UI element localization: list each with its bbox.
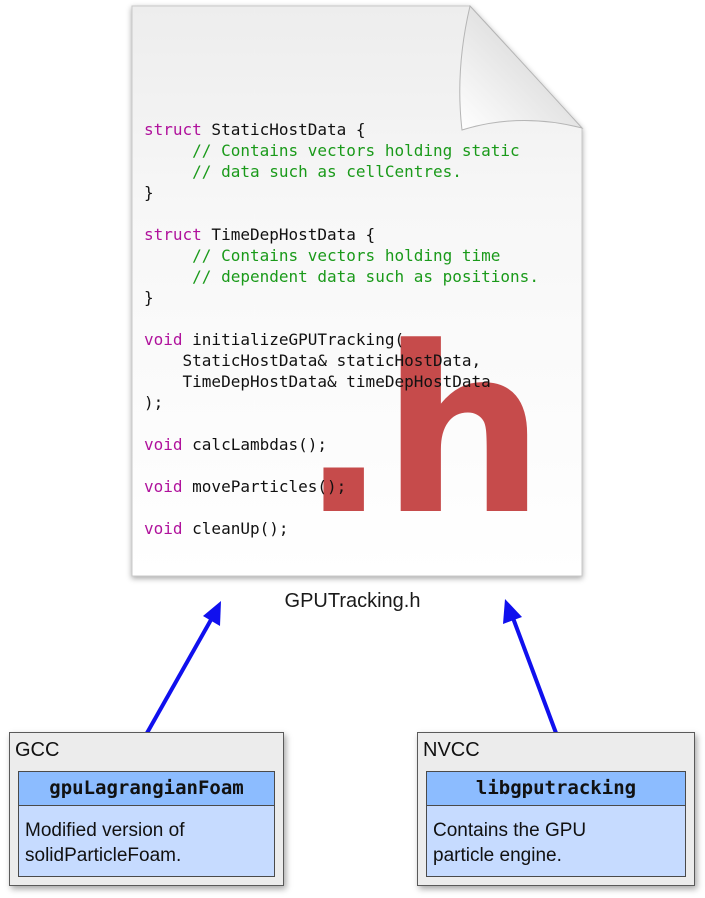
- gcc-arrow: [145, 601, 221, 734]
- code-line: [144, 308, 539, 329]
- gcc-box-title: GCC: [15, 739, 60, 761]
- code-line: // Contains vectors holding time: [144, 245, 539, 266]
- nvcc-description-line: Contains the GPU: [433, 820, 587, 841]
- code-keyword: void: [144, 519, 183, 538]
- code-line: [144, 413, 539, 434]
- code-line: TimeDepHostData& timeDepHostData: [144, 371, 539, 392]
- code-text: StaticHostData& staticHostData,: [144, 351, 482, 370]
- code-text: TimeDepHostData {: [201, 225, 376, 244]
- nvcc-box-title: NVCC: [423, 739, 480, 761]
- header-extension-glyph: .h: [300, 299, 545, 566]
- gcc-description-line: solidParticleFoam.: [25, 845, 182, 866]
- code-text: initializeGPUTracking(: [182, 330, 405, 349]
- code-comment: // data such as cellCentres.: [144, 162, 462, 181]
- gcc-component-description: Modified version of solidParticleFoam.: [19, 806, 274, 868]
- code-line: void cleanUp();: [144, 518, 539, 539]
- code-text: calcLambdas();: [182, 435, 328, 454]
- code-keyword: void: [144, 330, 183, 349]
- code-line: );: [144, 392, 539, 413]
- code-line: void calcLambdas();: [144, 434, 539, 455]
- code-line: [144, 497, 539, 518]
- gcc-description-line: Modified version of: [25, 820, 185, 841]
- code-line: struct TimeDepHostData {: [144, 224, 539, 245]
- code-text: }: [144, 288, 154, 307]
- code-line: void moveParticles();: [144, 476, 539, 497]
- code-text: StaticHostData {: [201, 120, 366, 139]
- code-keyword: void: [144, 477, 183, 496]
- code-line: // data such as cellCentres.: [144, 161, 539, 182]
- page-curl: [459, 4, 584, 131]
- code-text: TimeDepHostData& timeDepHostData: [144, 372, 491, 391]
- code-comment: // Contains vectors holding time: [144, 246, 501, 265]
- nvcc-box: NVCC libgputracking Contains the GPU par…: [417, 732, 695, 886]
- gcc-component: gpuLagrangianFoam Modified version of so…: [18, 771, 275, 877]
- nvcc-description-line: particle engine.: [433, 845, 562, 866]
- code-keyword: struct: [144, 225, 202, 244]
- code-listing: struct StaticHostData { // Contains vect…: [144, 119, 539, 539]
- gcc-component-name: gpuLagrangianFoam: [19, 772, 274, 806]
- code-line: [144, 455, 539, 476]
- code-text: );: [144, 393, 164, 412]
- code-line: void initializeGPUTracking(: [144, 329, 539, 350]
- code-line: }: [144, 182, 539, 203]
- code-line: // dependent data such as positions.: [144, 266, 539, 287]
- code-line: StaticHostData& staticHostData,: [144, 350, 539, 371]
- code-comment: // Contains vectors holding static: [144, 141, 520, 160]
- code-text: moveParticles();: [182, 477, 347, 496]
- code-line: struct StaticHostData {: [144, 119, 539, 140]
- code-line: [144, 203, 539, 224]
- code-keyword: struct: [144, 120, 202, 139]
- nvcc-component-description: Contains the GPU particle engine.: [427, 806, 685, 868]
- gcc-box: GCC gpuLagrangianFoam Modified version o…: [9, 732, 284, 886]
- nvcc-component: libgputracking Contains the GPU particle…: [426, 771, 686, 877]
- code-comment: // dependent data such as positions.: [144, 267, 539, 286]
- nvcc-arrow: [503, 599, 558, 734]
- code-text: cleanUp();: [182, 519, 289, 538]
- code-line: // Contains vectors holding static: [144, 140, 539, 161]
- document-filename: GPUTracking.h: [284, 590, 421, 612]
- nvcc-component-name: libgputracking: [427, 772, 685, 806]
- code-text: }: [144, 183, 154, 202]
- code-keyword: void: [144, 435, 183, 454]
- code-line: }: [144, 287, 539, 308]
